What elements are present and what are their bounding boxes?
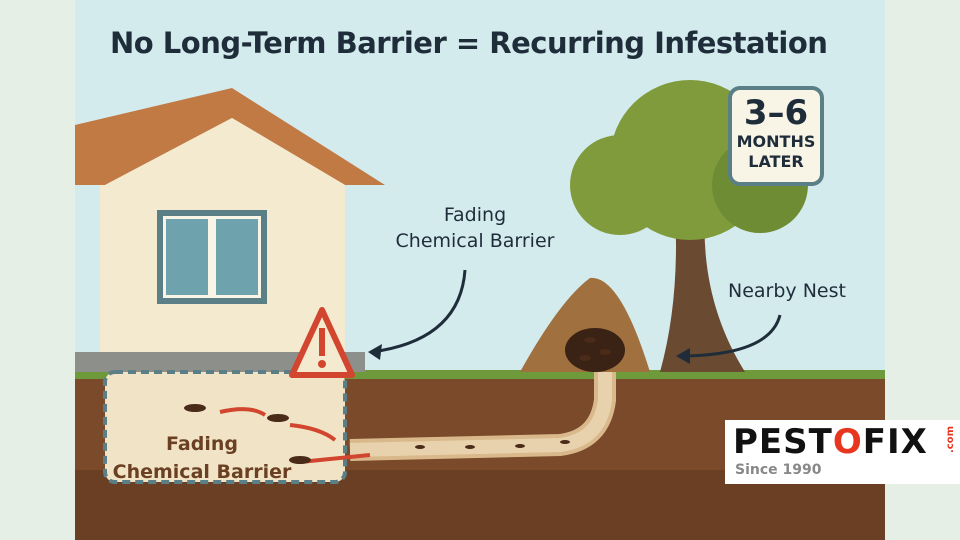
label-line: Fading (166, 433, 238, 455)
warning-triangle-icon (289, 307, 355, 378)
foundation-barrier-label: Fading Chemical Barrier (112, 430, 292, 486)
badge-line: LATER (748, 152, 804, 171)
logo-wordmark: PESTOFIX (733, 422, 928, 462)
arrow-to-nest (681, 314, 782, 358)
time-badge: 3–6 MONTHS LATER (728, 86, 824, 186)
house (75, 88, 385, 372)
chemical-barrier-zone (103, 370, 347, 484)
label-line: Fading (443, 204, 507, 226)
page-title: No Long-Term Barrier = Recurring Infesta… (110, 26, 828, 60)
arrow-to-house (371, 269, 467, 354)
badge-line: MONTHS (736, 132, 816, 151)
label-line: Chemical Barrier (112, 461, 292, 483)
intrusion-arrows (219, 407, 371, 464)
badge-number: 3–6 (743, 93, 809, 133)
nearby-nest-label: Nearby Nest (728, 280, 846, 302)
termite-icon (184, 337, 611, 464)
pestofix-logo: PESTOFIX .com Since 1990 (725, 420, 960, 484)
logo-domain: .com (945, 425, 957, 454)
fading-barrier-label: Fading Chemical Barrier (380, 202, 570, 254)
label-line: Chemical Barrier (395, 230, 555, 252)
logo-since: Since 1990 (735, 462, 822, 478)
grass (75, 370, 885, 379)
